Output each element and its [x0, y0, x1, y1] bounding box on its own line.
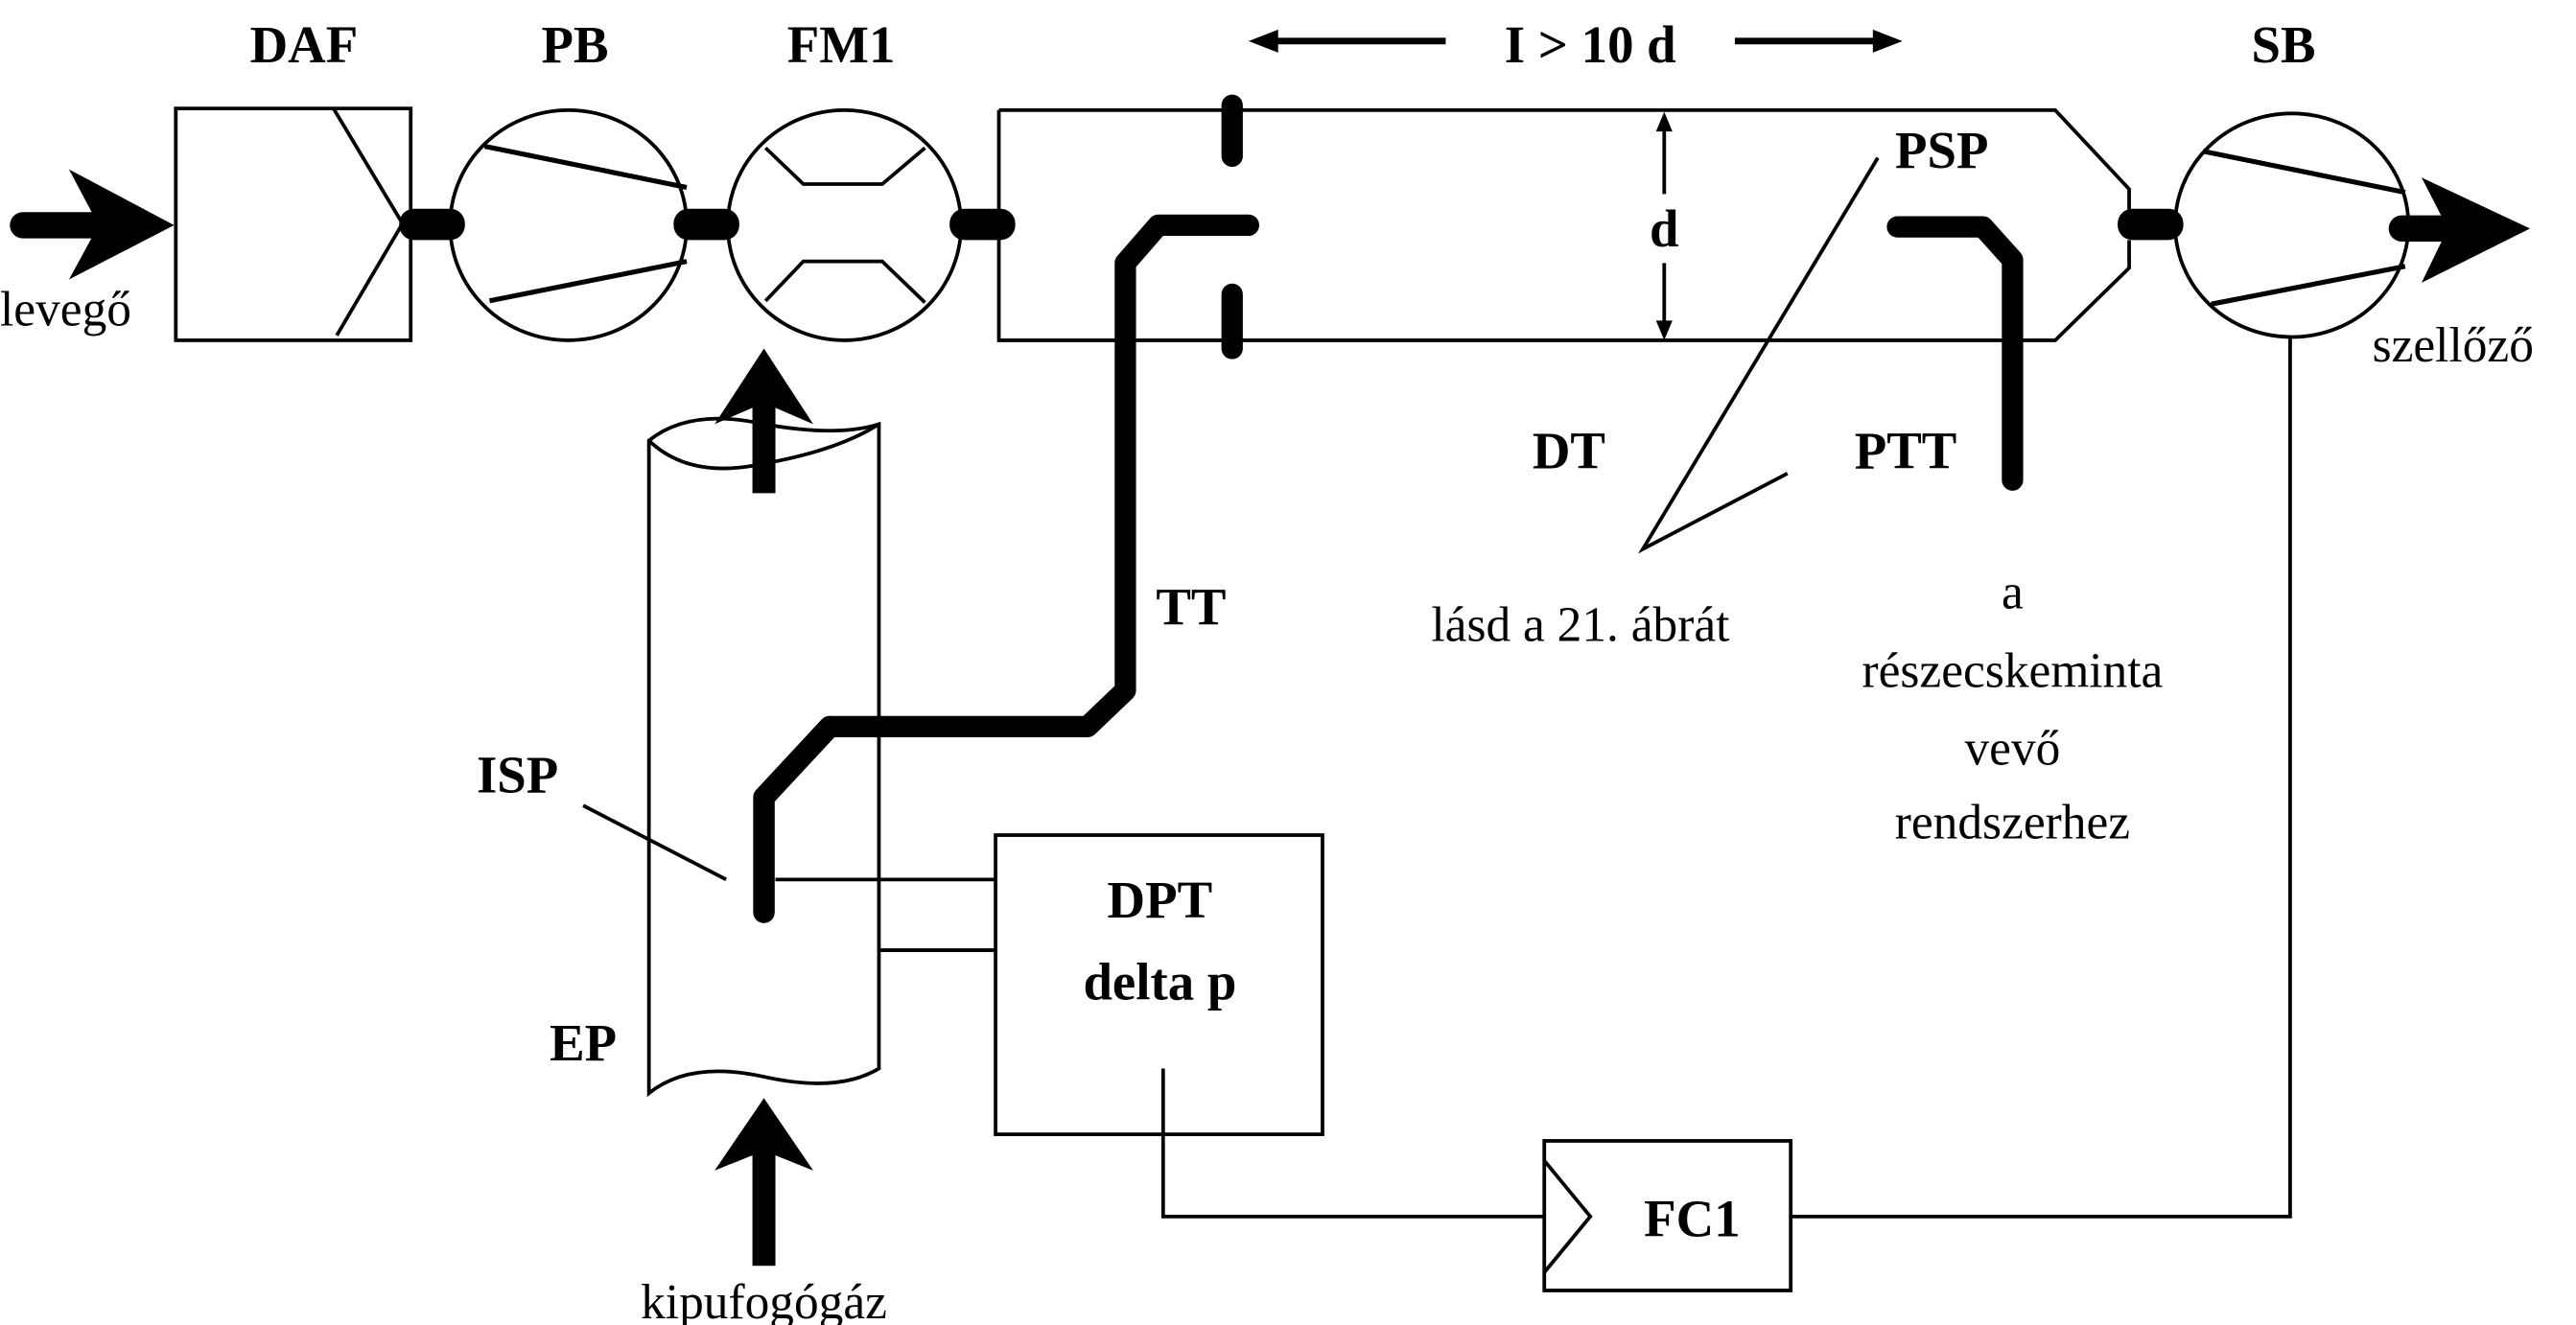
- connector-dt-sb: [2118, 208, 2184, 241]
- isp-probe: [753, 715, 841, 923]
- label-fm1: FM1: [787, 15, 896, 74]
- label-tt: TT: [1156, 578, 1226, 637]
- label-ep: EP: [550, 1013, 617, 1072]
- label-air-in: levegő: [0, 282, 131, 337]
- label-vent-out: szellőző: [2373, 318, 2534, 373]
- tt-transfer-tube: [753, 214, 1260, 923]
- label-dt: DT: [1533, 422, 1605, 480]
- label-delta-p: delta p: [1083, 952, 1236, 1011]
- length-arrow-left: [1248, 29, 1446, 53]
- label-fc1: FC1: [1644, 1189, 1740, 1247]
- label-sb: SB: [2252, 15, 2316, 74]
- ptt-transfer-tube: [1886, 216, 2024, 491]
- label-psp: PSP: [1895, 121, 1988, 179]
- dilution-tunnel: [996, 107, 2131, 342]
- label-exhaust: kipufogógáz: [641, 1275, 887, 1325]
- label-isp: ISP: [477, 745, 558, 803]
- fc1-controller-box: [1542, 1139, 1793, 1292]
- dpt-box: [994, 833, 1324, 1136]
- label-particle-4: rendszerhez: [1895, 795, 2130, 849]
- label-see-figure: lásd a 21. ábrát: [1431, 598, 1729, 653]
- sb-fc1-signal-line: [1791, 338, 2292, 1219]
- daf-filter-box: [174, 106, 413, 342]
- ep-exhaust-pipe: [646, 416, 881, 1098]
- isp-leader-line: [582, 803, 728, 882]
- label-ptt: PTT: [1855, 422, 1957, 480]
- label-particle-1: a: [2002, 565, 2024, 619]
- label-d: d: [1650, 199, 1678, 258]
- connector-daf-pb: [399, 208, 465, 241]
- exhaust-in-arrow-icon: [714, 1098, 813, 1267]
- connector-pb-fm1: [673, 208, 739, 241]
- sb-blower-icon: [2173, 111, 2411, 339]
- vent-outlet-arrow-icon: [2388, 177, 2531, 283]
- label-dpt: DPT: [1108, 871, 1213, 929]
- psp-ptt-leader-line: [1637, 156, 1880, 554]
- air-inlet-arrow-icon: [10, 169, 175, 280]
- label-particle-2: részecskeminta: [1862, 644, 2164, 699]
- pb-blower-icon: [448, 107, 689, 342]
- length-arrow-right: [1734, 29, 1903, 53]
- fm1-flowmeter-icon: [725, 107, 963, 342]
- label-particle-3: vevő: [1964, 721, 2060, 776]
- label-daf: DAF: [250, 15, 359, 74]
- label-pb: PB: [542, 15, 609, 74]
- dpt-fc1-signal-line: [1160, 1068, 1545, 1219]
- exhaust-out-arrow-icon: [714, 348, 813, 494]
- label-length: I > 10 d: [1505, 15, 1676, 74]
